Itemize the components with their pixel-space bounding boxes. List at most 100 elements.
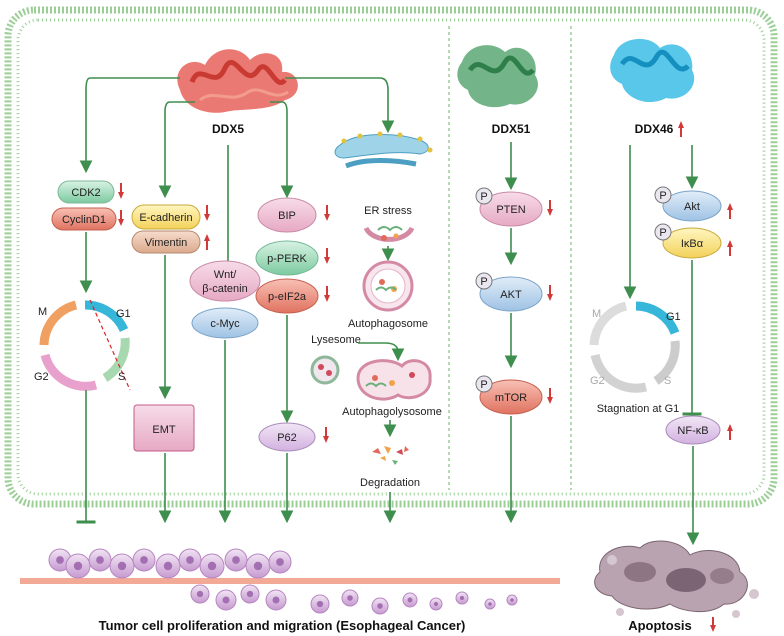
arrow-ddx5-to-er	[285, 77, 395, 134]
peif2a-label: p-eIF2a	[268, 291, 307, 303]
tumor-cell-nucleus	[488, 602, 492, 606]
ikba-down-icon	[727, 240, 733, 256]
cycle-g1-right: G1	[666, 311, 681, 323]
ikba-node	[662, 227, 722, 259]
cyclind1-up-icon	[118, 210, 124, 226]
stagnation-label: Stagnation at G1	[597, 403, 680, 415]
cell-cycle-right	[589, 301, 680, 393]
autophagolysosome-label: Autophagolysosome	[342, 406, 442, 418]
cycle-g2-left: G2	[34, 371, 49, 383]
pperk-up-icon	[324, 248, 330, 264]
tumor-cell-nucleus	[407, 597, 413, 603]
cdk2-label: CDK2	[71, 187, 100, 199]
cell-cycle-left	[39, 299, 131, 391]
akt-node-ddx46	[662, 190, 722, 222]
er-organelle	[334, 131, 433, 169]
tumor-cell-cluster	[48, 548, 518, 615]
tumor-cell-nucleus	[347, 595, 353, 601]
cdk2-up-icon	[118, 183, 124, 199]
lysosome-icon	[310, 355, 340, 385]
p62-label: P62	[277, 432, 297, 444]
tumor-cell-nucleus	[163, 561, 173, 571]
tumor-cell-nucleus	[510, 598, 514, 602]
nfkb-label: NF-κB	[677, 425, 708, 437]
peif2a-up-icon	[324, 286, 330, 302]
degradation-fragments-icon	[372, 446, 409, 465]
apoptosis-up-icon	[710, 617, 716, 632]
arrow-ddx5-to-bip	[270, 101, 294, 199]
tumor-cell-nucleus	[253, 561, 263, 571]
mtor-node	[479, 379, 543, 415]
vimentin-node	[131, 230, 201, 254]
ikba-p-label: P	[659, 227, 666, 239]
mtor-phospho-badge	[475, 375, 493, 393]
tumor-cell-nucleus	[276, 558, 284, 566]
nfkb-node	[665, 415, 721, 445]
ddx46-label: DDX46	[635, 122, 674, 136]
cycle-g1-left: G1	[116, 308, 131, 320]
autophagolysosome-icon	[356, 359, 432, 401]
cell-membrane-outer	[4, 6, 778, 508]
pten-p-label: P	[480, 191, 487, 203]
akt-p-label-ddx46: P	[659, 190, 666, 202]
ddx5-protein-structure	[177, 49, 298, 113]
ddx51-label: DDX51	[492, 122, 531, 136]
cycle-g2-right: G2	[590, 375, 605, 387]
akt-node-ddx51	[479, 276, 543, 312]
emt-node	[133, 404, 195, 452]
lysesome-label: Lysesome	[311, 334, 361, 346]
cell-membrane-inner	[16, 18, 766, 496]
ddx46-protein-structure	[610, 38, 695, 103]
tumor-caption: Tumor cell proliferation and migration (…	[99, 618, 466, 633]
wnt-node	[189, 260, 261, 302]
ddx51-protein-structure	[457, 45, 538, 108]
degradation-label: Degradation	[360, 477, 420, 489]
akt-label-ddx46: Akt	[684, 201, 700, 213]
vimentin-label: Vimentin	[145, 237, 188, 249]
akt-up-icon-ddx51	[547, 285, 553, 301]
pten-phospho-badge	[475, 187, 493, 205]
cycle-s-left: S	[118, 371, 125, 383]
p62-node	[258, 422, 316, 452]
tumor-cell-nucleus	[56, 556, 64, 564]
bip-label: BIP	[278, 210, 296, 222]
tumor-cell-nucleus	[272, 596, 280, 604]
er-stress-label: ER stress	[364, 205, 412, 217]
apoptotic-cells	[594, 540, 759, 618]
cyclind1-node	[51, 207, 117, 231]
tumor-cell-nucleus	[222, 596, 230, 604]
cycle-m-left: M	[38, 306, 47, 318]
pten-up-icon	[547, 200, 553, 216]
tissue-baseline	[20, 578, 560, 584]
peif2a-node	[255, 278, 319, 314]
pperk-label: p-PERK	[267, 253, 307, 265]
wnt-label-line2: β-catenin	[202, 283, 247, 295]
mtor-p-label: P	[480, 379, 487, 391]
pperk-node	[255, 240, 319, 276]
akt-phospho-badge-ddx51	[475, 272, 493, 290]
tumor-cell-nucleus	[377, 603, 383, 609]
ikba-phospho-badge	[654, 223, 672, 241]
autophagosome-label: Autophagosome	[348, 318, 428, 330]
tumor-cell-nucleus	[117, 561, 127, 571]
akt-label-ddx51: AKT	[500, 289, 522, 301]
mtor-up-icon	[547, 388, 553, 404]
ddx46-down-icon	[678, 121, 684, 137]
akt-phospho-badge-ddx46	[654, 186, 672, 204]
arrow-ddx5-to-cdk2	[79, 77, 180, 174]
cycle-s-right: S	[664, 375, 671, 387]
tumor-cell-nucleus	[246, 590, 254, 598]
emt-label: EMT	[152, 424, 176, 436]
akt-down-icon-ddx46	[727, 203, 733, 219]
tumor-cell-nucleus	[196, 590, 204, 598]
akt-p-label-ddx51: P	[480, 276, 487, 288]
cycle-m-right: M	[592, 308, 601, 320]
tumor-cell-nucleus	[316, 600, 324, 608]
tumor-cell-nucleus	[73, 561, 83, 571]
nfkb-down-icon	[727, 424, 733, 440]
vimentin-down-icon	[204, 234, 210, 250]
ecadherin-up-icon	[204, 205, 210, 221]
cmyc-label: c-Myc	[210, 318, 240, 330]
ecadherin-node	[131, 204, 201, 230]
arrow-ddx5-to-ecadherin	[158, 101, 195, 199]
